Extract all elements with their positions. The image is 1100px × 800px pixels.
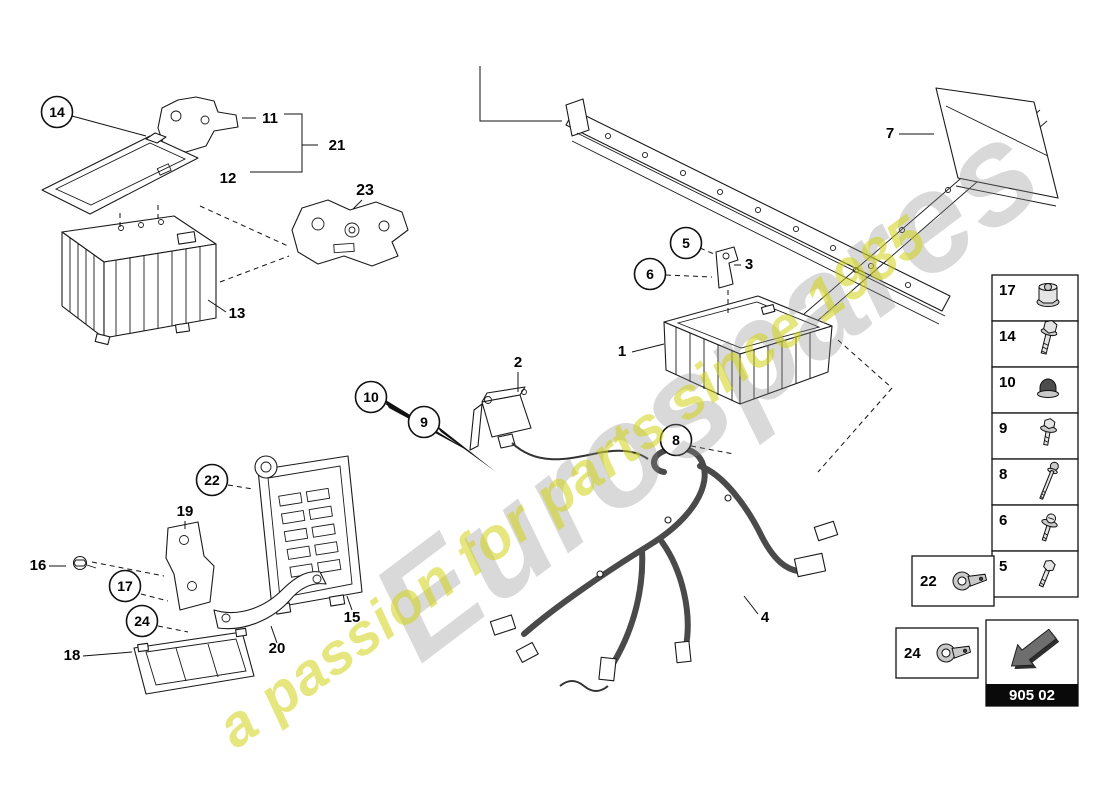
legend-item-5[interactable]: 5 bbox=[991, 550, 1079, 598]
part-7-panel-drawing bbox=[935, 87, 1059, 207]
svg-text:24: 24 bbox=[134, 613, 150, 629]
ring-terminal-icon bbox=[952, 571, 988, 591]
wedge-pointer-9 bbox=[435, 424, 496, 472]
part-label-4[interactable]: 4 bbox=[761, 609, 770, 626]
hardware-legend: 17 14 10 bbox=[895, 274, 1079, 707]
part-2-module-drawing bbox=[469, 386, 649, 461]
svg-text:10: 10 bbox=[999, 374, 1016, 391]
part-13-tray-drawing bbox=[61, 215, 217, 346]
svg-text:10: 10 bbox=[363, 389, 379, 405]
legend-item-22[interactable]: 22 bbox=[911, 555, 995, 607]
svg-text:9: 9 bbox=[999, 420, 1007, 437]
part-19-bracket-drawing bbox=[165, 521, 215, 611]
svg-text:24: 24 bbox=[904, 645, 921, 662]
callouts: 14 5 6 10 9 8 22 17 bbox=[40, 95, 703, 638]
part-23-bracket-drawing bbox=[291, 199, 409, 267]
svg-text:14: 14 bbox=[49, 104, 65, 120]
part-label-13[interactable]: 13 bbox=[229, 305, 246, 322]
svg-text:8: 8 bbox=[672, 432, 680, 448]
part-label-12[interactable]: 12 bbox=[220, 170, 237, 187]
legend-item-24[interactable]: 24 bbox=[895, 627, 979, 679]
callout-6[interactable]: 6 bbox=[633, 257, 667, 291]
svg-text:22: 22 bbox=[204, 472, 220, 488]
part-16-screw-drawing bbox=[72, 555, 97, 571]
svg-text:5: 5 bbox=[682, 235, 690, 251]
part-drawings bbox=[41, 66, 1059, 695]
hex-screw-icon bbox=[1038, 560, 1056, 588]
callout-24[interactable]: 24 bbox=[125, 604, 159, 638]
diagram-code: 905 02 bbox=[1009, 687, 1055, 704]
part-label-21[interactable]: 21 bbox=[329, 137, 346, 154]
part-label-23[interactable]: 23 bbox=[356, 182, 374, 199]
svg-text:17: 17 bbox=[117, 578, 133, 594]
svg-text:6: 6 bbox=[646, 266, 654, 282]
washer-screw-icon bbox=[1041, 513, 1058, 542]
part-3-bracket-drawing bbox=[715, 246, 739, 289]
part-12-lid-drawing bbox=[41, 132, 199, 215]
group-bracket-21 bbox=[250, 113, 318, 173]
part-label-11[interactable]: 11 bbox=[262, 110, 278, 127]
part-label-19[interactable]: 19 bbox=[177, 503, 194, 520]
part-15-fusebox-drawing bbox=[254, 455, 363, 615]
part-label-18[interactable]: 18 bbox=[64, 647, 81, 664]
callout-8[interactable]: 8 bbox=[659, 423, 693, 457]
hex-bolt-icon bbox=[1040, 319, 1058, 355]
callout-9[interactable]: 9 bbox=[407, 405, 441, 439]
legend-item-9[interactable]: 9 bbox=[991, 412, 1079, 460]
part-label-7[interactable]: 7 bbox=[886, 125, 894, 142]
svg-text:6: 6 bbox=[999, 512, 1007, 529]
connector-lines bbox=[49, 113, 934, 657]
part-label-16[interactable]: 16 bbox=[30, 557, 47, 574]
part-labels: 11 21 12 23 13 3 7 1 2 4 15 16 18 19 20 bbox=[30, 110, 895, 664]
legend-item-10[interactable]: 10 bbox=[991, 366, 1079, 414]
callout-5[interactable]: 5 bbox=[669, 226, 703, 260]
body-rail-drawing bbox=[479, 66, 1048, 325]
diagram-code-bar bbox=[986, 684, 1078, 706]
svg-text:22: 22 bbox=[920, 573, 937, 590]
part-label-2[interactable]: 2 bbox=[514, 354, 522, 371]
legend-item-14[interactable]: 14 bbox=[991, 319, 1079, 368]
svg-text:9: 9 bbox=[420, 414, 428, 430]
flange-screw-icon bbox=[1040, 418, 1057, 446]
svg-text:17: 17 bbox=[999, 282, 1016, 299]
diagram-nav-box[interactable]: 905 02 bbox=[985, 619, 1079, 707]
part-label-20[interactable]: 20 bbox=[269, 640, 286, 657]
svg-text:8: 8 bbox=[999, 466, 1007, 483]
ring-terminal-icon bbox=[936, 643, 972, 663]
callout-10[interactable]: 10 bbox=[354, 380, 388, 414]
part-label-1[interactable]: 1 bbox=[618, 343, 626, 360]
svg-text:14: 14 bbox=[999, 328, 1016, 345]
cap-nut-icon bbox=[1037, 378, 1059, 398]
callout-17[interactable]: 17 bbox=[108, 569, 142, 603]
part-20-bracket-drawing bbox=[213, 571, 327, 630]
flange-nut-icon bbox=[1036, 283, 1060, 307]
direction-arrow-icon bbox=[1010, 628, 1060, 670]
part-1-battery-cover-drawing bbox=[663, 295, 833, 405]
callout-14[interactable]: 14 bbox=[40, 95, 74, 129]
stud-bolt-icon bbox=[1039, 461, 1059, 500]
part-label-3[interactable]: 3 bbox=[745, 256, 753, 273]
legend-item-8[interactable]: 8 bbox=[991, 458, 1079, 506]
part-11-bracket-drawing bbox=[157, 96, 239, 153]
part-4-harness-drawing bbox=[489, 444, 839, 692]
svg-text:5: 5 bbox=[999, 558, 1007, 575]
callout-22[interactable]: 22 bbox=[195, 463, 229, 497]
part-18-tray-drawing bbox=[133, 627, 255, 695]
part-label-15[interactable]: 15 bbox=[344, 609, 361, 626]
legend-item-6[interactable]: 6 bbox=[991, 504, 1079, 552]
legend-item-17[interactable]: 17 bbox=[991, 274, 1079, 322]
